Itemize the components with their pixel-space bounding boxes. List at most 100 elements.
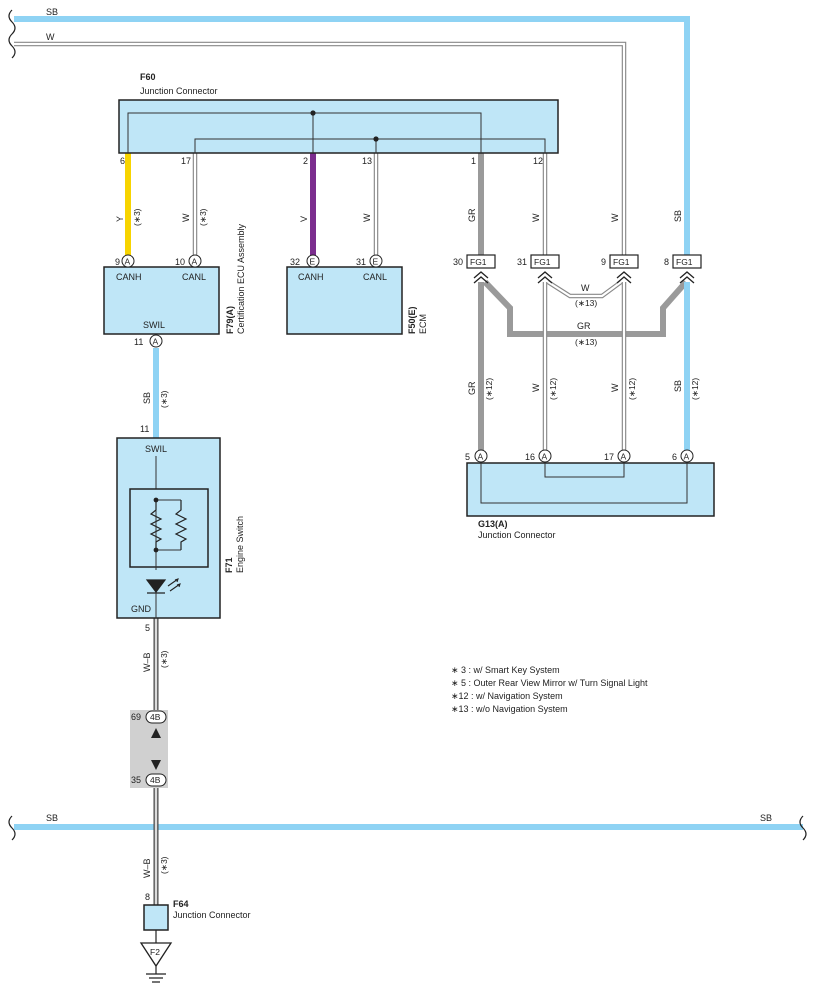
f79-pin9-letter: A [125,257,131,267]
f50-label-canh: CANH [298,272,324,282]
label-wire-sb-top: SB [673,210,683,222]
fg1-connector-30: FG1 [466,254,496,284]
label-note-3-wb-lower: (∗3) [159,856,169,874]
ground-symbol-icon [146,966,166,983]
note-12: ∗12 : w/ Navigation System [451,691,563,701]
f60-pin-13: 13 [362,156,372,166]
ground-code: F2 [150,947,160,957]
f71-label-gnd: GND [131,604,152,614]
g13-pin-17: 17 [604,452,614,462]
g13-code: G13(A) [478,519,508,529]
f60-box [118,99,559,154]
label-wire-wb-lower: W–B [142,858,152,878]
j4b-code-35: 4B [150,775,161,785]
wire-gr-crossover [482,279,689,337]
label-note-12-w16: (∗12) [548,378,558,400]
ground-point-icon [139,942,173,968]
g13-pin-5: 5 [465,452,470,462]
label-note-3-sb: (∗3) [159,390,169,408]
g13-pin-6: 6 [672,452,677,462]
label-wire-w-13: W [362,213,372,222]
notes-legend: ∗ 3 : w/ Smart Key System ∗ 5 : Outer Re… [451,665,648,714]
f79-box [103,266,220,335]
f79-name: Certification ECU Assembly [236,223,246,334]
f71-name: Engine Switch [235,516,245,573]
f79-pin-11: 11 [134,337,143,347]
j4b-pin-69-badge [145,710,167,724]
f60-name: Junction Connector [140,86,218,96]
f50-pin-31: 31 [356,257,366,267]
f50-name: ECM [418,314,428,334]
light-emission-icon [167,578,181,592]
fg1-connector-31: FG1 [530,254,560,284]
j4b-pin-35: 35 [131,775,141,785]
f50-pin-32: 32 [290,257,300,267]
fg1-pin-30: 30 [453,257,463,267]
svg-text:FG1: FG1 [676,257,693,267]
break-mark-top-left [8,9,16,59]
f79-pin11-letter: A [153,337,159,347]
f50-pin31-letter: E [373,257,379,267]
label-wire-w-12: W [531,213,541,222]
j4b-mating-arrow-icon [151,728,161,770]
label-w-top: W [46,32,55,42]
label-wire-w-17: W [181,213,191,222]
svg-text:FG1: FG1 [613,257,630,267]
g13-pin17-letter: A [621,452,627,462]
label-note-12-sb: (∗12) [690,378,700,400]
f79-label-swil: SWIL [143,320,165,330]
g13-pin-16: 16 [525,452,535,462]
fg1-connector-9: FG1 [609,254,639,284]
resistor-right-icon [174,500,188,550]
f79-code: F79(A) [225,306,235,334]
label-wire-wb-upper: W–B [142,652,152,672]
label-sb-bottom-right: SB [760,813,772,823]
g13-bus-lines [480,463,688,504]
j4b-pin-69: 69 [131,712,141,722]
break-mark-bottom-right [799,815,807,841]
g13-name: Junction Connector [478,530,556,540]
f60-bus-lines [127,112,546,153]
f50-label-canl: CANL [363,272,387,282]
f64-box [143,904,169,931]
f79-pin10-letter: A [192,257,198,267]
g13-pin5-letter: A [478,452,484,462]
f60-pin-12: 12 [533,156,543,166]
f79-pin-10: 10 [175,257,185,267]
f64-pin-8: 8 [145,892,150,902]
g13-pin6-letter: A [684,452,690,462]
fg1-pin-31: 31 [517,257,527,267]
fg1-pin-8: 8 [664,257,669,267]
label-sb-bottom-left: SB [46,813,58,823]
f60-pin-1: 1 [471,156,476,166]
f50-code: F50(E) [407,306,417,334]
label-gr-crossover: GR [577,321,591,331]
label-wire-gr-1: GR [467,208,477,222]
label-wire-v: V [299,216,309,222]
label-note-12-gr: (∗12) [484,378,494,400]
label-note-3-w: (∗3) [198,208,208,226]
label-note-12-w17: (∗12) [627,378,637,400]
f60-pin-6: 6 [120,156,125,166]
label-wire-w-top: W [610,213,620,222]
label-wire-w-low-17: W [610,383,620,392]
f71-pin-5: 5 [145,623,150,633]
f79-label-canh: CANH [116,272,142,282]
label-note-3-y: (∗3) [132,208,142,226]
fg1-pin-9: 9 [601,257,606,267]
f60-code: F60 [140,72,156,82]
f60-pin-2: 2 [303,156,308,166]
label-wire-sb-swil: SB [142,392,152,404]
break-mark-bottom-left [8,815,16,841]
label-note-13-w: (∗13) [575,298,597,308]
label-w-crossover: W [581,283,590,293]
j4b-pin-35-badge [145,773,167,787]
f60-pin-17: 17 [181,156,191,166]
svg-text:FG1: FG1 [470,257,487,267]
resistor-left-icon [149,500,163,550]
f79-label-canl: CANL [182,272,206,282]
label-note-13-gr: (∗13) [575,337,597,347]
label-wire-gr-low: GR [467,381,477,395]
g13-pin16-letter: A [542,452,548,462]
